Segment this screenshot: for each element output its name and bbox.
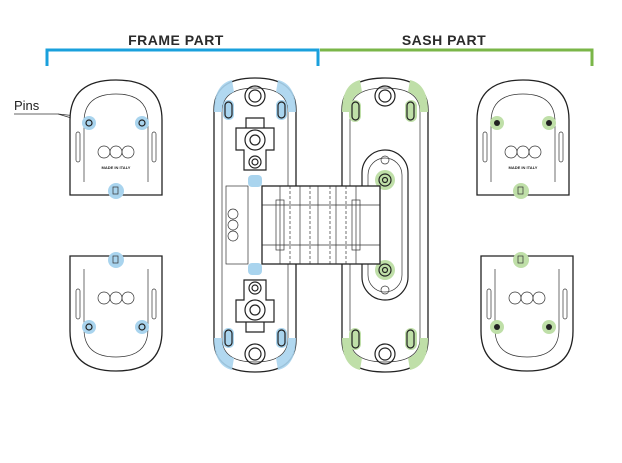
hinge-sash-body xyxy=(341,77,429,373)
sash-top-pin-right xyxy=(542,116,556,130)
frame-part-title: FRAME PART xyxy=(128,32,224,48)
sash-top-plate: MADE IN ITALY xyxy=(476,79,570,199)
sash-top-logo xyxy=(504,145,542,159)
hinge-knuckle xyxy=(261,185,381,265)
sash-top-made-in: MADE IN ITALY xyxy=(509,165,538,170)
sash-part-title: SASH PART xyxy=(402,32,486,48)
sash-top-slot xyxy=(513,183,529,199)
frame-top-plate: MADE IN ITALY xyxy=(69,79,163,199)
frame-bottom-pin-right xyxy=(135,320,149,334)
sash-bottom-pin-left xyxy=(490,320,504,334)
frame-top-pin-left xyxy=(82,116,96,130)
frame-top-slot xyxy=(108,183,124,199)
pins-label: Pins xyxy=(14,98,40,113)
frame-bottom-plate xyxy=(69,252,163,372)
hinge-frame-body xyxy=(213,77,297,373)
sash-part-bracket xyxy=(320,48,594,66)
sash-bottom-plate xyxy=(480,252,574,372)
frame-bottom-pin-left xyxy=(82,320,96,334)
frame-top-logo xyxy=(97,145,135,159)
hinge-frame-logo xyxy=(227,208,239,242)
sash-bottom-logo xyxy=(508,291,546,305)
frame-bottom-slot xyxy=(108,252,124,268)
frame-part-bracket xyxy=(45,48,320,66)
sash-top-pin-left xyxy=(490,116,504,130)
frame-bottom-logo xyxy=(97,291,135,305)
frame-top-pin-right xyxy=(135,116,149,130)
sash-bottom-pin-right xyxy=(542,320,556,334)
frame-top-made-in: MADE IN ITALY xyxy=(102,165,131,170)
sash-bottom-slot xyxy=(513,252,529,268)
